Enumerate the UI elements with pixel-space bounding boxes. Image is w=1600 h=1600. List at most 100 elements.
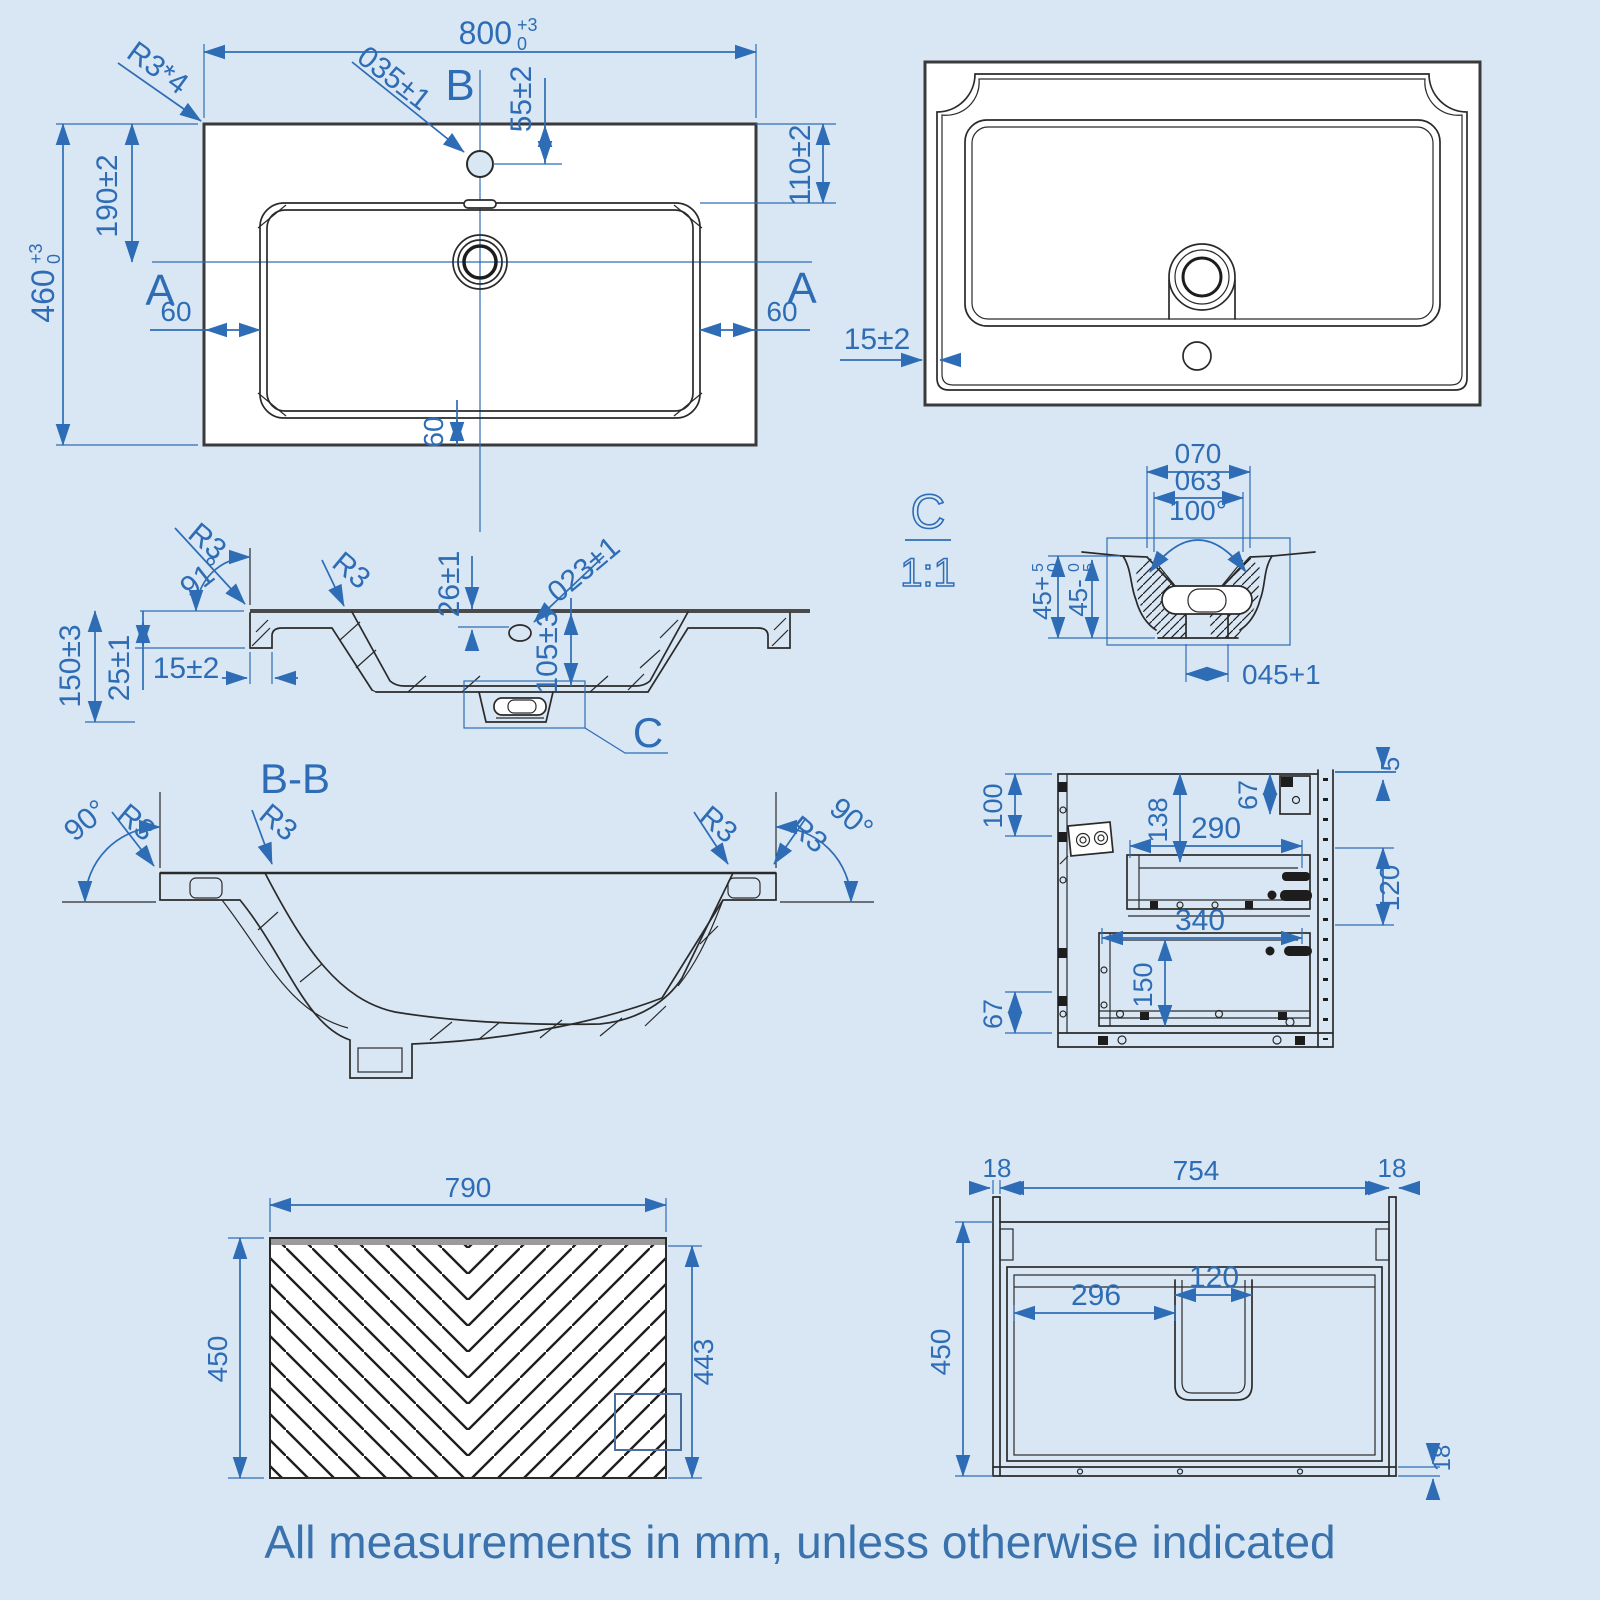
view-detail-c: 070 063 100° 45+ 5 0 45- 0 5 045+1 xyxy=(1027,438,1321,690)
front-u-cutout-inner xyxy=(1181,1280,1246,1394)
dim-bottom-thickness: 18 xyxy=(1429,1445,1456,1472)
dim-lower-opening: 340 xyxy=(1175,904,1225,937)
view-underside-plan: 15±2 xyxy=(840,60,1482,407)
panel-hatch-left xyxy=(270,1245,468,1478)
dim-panel-height-right: 443 xyxy=(688,1339,719,1386)
dim-front-height: 450 xyxy=(925,1329,956,1376)
arc-front-angle xyxy=(188,549,251,612)
leader-corner-radius xyxy=(117,62,202,122)
view-top-plan: 800 +3 0 460 +3 0 190±2 110±2 55±2 035±1… xyxy=(25,15,836,532)
detail-c-box xyxy=(463,680,586,729)
dim-back-offset: 120 xyxy=(1374,865,1405,912)
underside-overflow-hole xyxy=(1182,341,1212,371)
dim-h2: 45- xyxy=(1063,579,1093,617)
dim-left-margin: 60 xyxy=(160,296,191,327)
leader-faucet-dia xyxy=(351,61,465,153)
dim-h2-up: 0 xyxy=(1066,563,1083,572)
bb-inner-profile xyxy=(264,872,734,1026)
profile-drain-boss xyxy=(478,691,554,723)
profile-overflow-hole xyxy=(508,624,532,642)
bb-drain-tab-inner xyxy=(357,1047,403,1073)
profile-left-wall xyxy=(249,612,373,691)
dim-h1: 45+ xyxy=(1027,576,1057,620)
leader-radius-inner xyxy=(321,559,345,607)
dim-top-gap: 5 xyxy=(1375,757,1405,771)
detail-trap-nut xyxy=(1161,585,1253,615)
underside-drain-mid xyxy=(1174,249,1230,305)
dim-height: 460 xyxy=(25,269,61,322)
detail-border xyxy=(1106,537,1291,646)
dim-overflow-depth: 26±1 xyxy=(433,551,466,618)
dim-width-tol-up: +3 xyxy=(517,15,538,35)
bb-wall-mid-line-right xyxy=(677,899,724,987)
label-section-bb: B-B xyxy=(260,755,330,802)
underside-drain-hole xyxy=(1181,256,1223,298)
dim-top-to-bracket: 100 xyxy=(978,783,1008,828)
bb-clip-notch-left xyxy=(189,877,223,899)
leader-overflow-dia xyxy=(533,555,605,623)
panel-hatch-right xyxy=(468,1245,666,1478)
dim-panel-height-left: 450 xyxy=(202,1336,233,1383)
front-u-cutout xyxy=(1174,1279,1253,1401)
bb-hatching xyxy=(257,911,719,1041)
detail-left-profile xyxy=(1081,551,1157,631)
dim-front-thickness: 15±2 xyxy=(153,652,220,685)
profile-right-wall xyxy=(375,612,791,693)
overflow-slot xyxy=(463,199,497,209)
detail-trap-inner xyxy=(1187,588,1227,613)
profile-trap-inner xyxy=(507,699,537,714)
dim-front-height: 25±1 xyxy=(103,635,136,702)
dim-top-dia: 070 xyxy=(1175,438,1222,469)
dim-bottom-margin: 60 xyxy=(418,416,449,447)
dim-rail-bottom: 67 xyxy=(978,999,1008,1029)
dim-top-to-drawer: 138 xyxy=(1143,797,1173,842)
cab-upper-drawer xyxy=(1126,854,1311,910)
detail-c-title: C 1:1 xyxy=(899,485,956,596)
dim-overall-height: 150±3 xyxy=(54,624,87,707)
underside-basin-inner xyxy=(971,126,1434,320)
dim-right-margin: 60 xyxy=(766,296,797,327)
front-corner-notch-right xyxy=(1375,1228,1390,1261)
basin-corner-chamfer xyxy=(257,204,287,229)
bb-wall-mid-line xyxy=(221,899,349,1029)
arc-cone-angle xyxy=(1149,539,1247,573)
drain-hole xyxy=(462,244,498,280)
basin-corner-chamfer xyxy=(673,204,703,229)
detail-c-leader xyxy=(584,727,668,754)
front-compartment-inner xyxy=(1013,1274,1376,1456)
dim-width: 800 xyxy=(459,15,512,51)
dim-rail-top: 67 xyxy=(1233,780,1263,810)
view-cabinet-front: 18 754 18 450 296 120 18 xyxy=(925,1153,1456,1501)
dim-side-left: 18 xyxy=(983,1153,1012,1183)
bb-outer-profile xyxy=(159,872,777,1079)
dim-lower-height: 150 xyxy=(1128,962,1158,1007)
label-section-b: B xyxy=(445,61,474,110)
detail-c-mark: C xyxy=(633,709,663,756)
dim-height-group: 460 +3 0 xyxy=(25,243,64,322)
dim-cone-angle: 100° xyxy=(1169,495,1227,526)
panel-fixing-zone xyxy=(614,1393,682,1451)
dim-height-tol-dn: 0 xyxy=(44,254,64,264)
dim-width-tol-dn: 0 xyxy=(517,34,527,54)
drain-ring-mid xyxy=(457,239,503,285)
dim-cutout-width: 120 xyxy=(1189,1261,1239,1294)
faucet-hole xyxy=(466,150,494,178)
bb-clip-notch-right xyxy=(727,877,761,899)
underside-drain-outer xyxy=(1168,243,1236,311)
dim-basin-depth: 105±3 xyxy=(531,610,564,693)
dim-basin-from-top: 110±2 xyxy=(784,125,817,206)
dim-h1-group: 45+ 5 0 xyxy=(1027,563,1062,620)
basin-corner-chamfer xyxy=(257,392,287,417)
dim-inner-dia: 063 xyxy=(1175,465,1222,496)
dim-faucet-offset: 55±2 xyxy=(505,66,538,133)
underside-outline xyxy=(923,60,1482,407)
cab-wall-bracket xyxy=(1067,821,1114,857)
profile-basin-inner xyxy=(351,611,689,687)
detail-c-label: C xyxy=(911,486,946,539)
dim-h1-dn: 0 xyxy=(1045,563,1062,572)
cab-slide-bolt-2 xyxy=(1280,890,1312,901)
detail-c-scale: 1:1 xyxy=(900,551,956,595)
dim-shelf-width: 296 xyxy=(1071,1279,1121,1312)
dim-rim-offset: 15±2 xyxy=(844,323,911,356)
